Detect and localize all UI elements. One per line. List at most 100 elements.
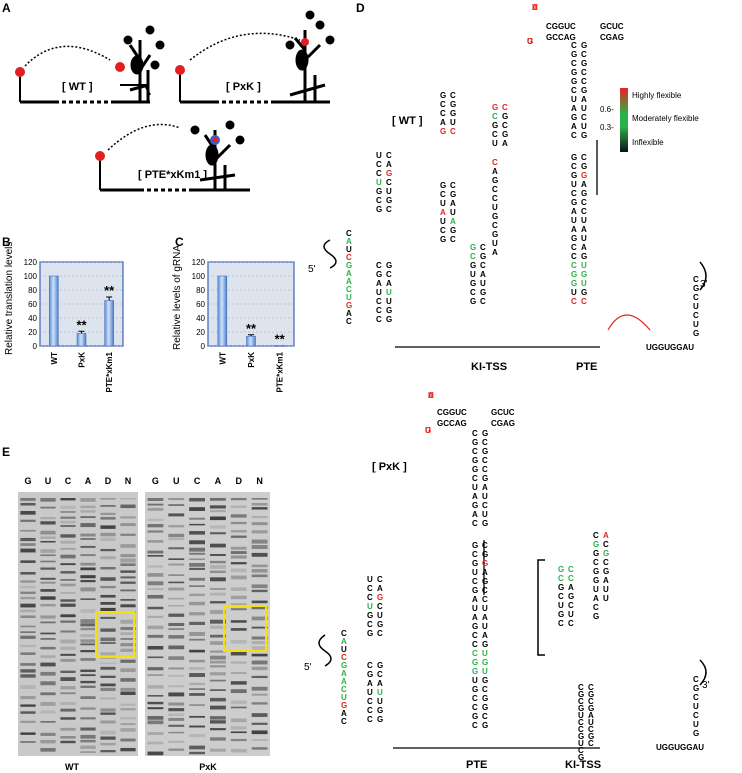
gel-pxk-band <box>251 646 268 650</box>
gel-wt-band <box>20 625 36 628</box>
nt-kitss-center: G <box>480 288 486 297</box>
nt-5p-tail: C <box>346 317 352 326</box>
gel-wt-band <box>60 670 76 674</box>
gel-wt-band <box>60 702 76 706</box>
b-category-label: PxK <box>78 352 87 368</box>
gel-pxk-band <box>230 718 247 723</box>
gel-wt-band <box>80 598 96 600</box>
gel-wt-band <box>60 525 76 527</box>
nt-5p-tail: C <box>341 685 347 694</box>
wt-pte-loop-top2: GCUC <box>600 22 624 31</box>
gel-wt-band <box>120 723 136 726</box>
gel-wt-band <box>40 577 56 580</box>
gel-pxk-band <box>230 587 247 591</box>
gel-pxk-band <box>147 656 164 659</box>
gel-pxk-band <box>230 562 247 565</box>
legend-tick-06: 0.6- <box>600 105 614 114</box>
nt-pte-right: G <box>581 189 587 198</box>
nt-pte-right: G <box>482 640 488 649</box>
gel-wt-band <box>80 739 96 743</box>
gel-pxk-band <box>147 524 164 528</box>
b-significance: ** <box>76 317 87 332</box>
b-category-label: PTE*xKm1 <box>105 351 114 392</box>
nt-kitss-left: G <box>558 583 564 592</box>
flexibility-legend: 0.6- 0.3- Highly flexible Moderately fle… <box>600 88 699 152</box>
legend-highly: Highly flexible <box>632 91 682 100</box>
wt-title: [ WT ] <box>392 115 423 127</box>
gel-wt-band <box>20 732 36 735</box>
gel-pxk-band <box>230 535 247 538</box>
nt-5p-lower: G <box>367 670 373 679</box>
nt-kitss-right: A <box>450 199 456 208</box>
nt-pte-left: G <box>571 270 577 279</box>
nt-pte-right: C <box>482 501 488 510</box>
gel-pxk-band <box>210 748 226 752</box>
nt-pte-left: G <box>472 438 478 447</box>
gel-wt-band <box>20 596 36 600</box>
nt-kitss2-right: G <box>502 112 508 121</box>
gel-wt-band <box>20 537 36 542</box>
gel-pxk-band <box>189 688 205 690</box>
gel-pxk-band <box>230 689 247 694</box>
gel-pxk-band <box>230 575 247 580</box>
panel-a-pxk-label: [ PxK ] <box>226 81 261 93</box>
gel-pxk-band <box>230 731 247 734</box>
gel-pxk-band <box>147 573 164 577</box>
gel-pxk-band <box>230 738 247 742</box>
nt-kitss-center: U <box>470 270 476 279</box>
nt-pte-right: C <box>581 77 587 86</box>
gel-wt-band <box>60 583 76 587</box>
c-bar-PTE*xKm1 <box>274 345 285 347</box>
nt-kitss2-left: C <box>492 194 498 203</box>
gel-pxk-band <box>230 498 247 501</box>
nt-kitss-center: U <box>578 739 584 748</box>
gel-pxk-band <box>210 525 226 529</box>
nt-kitss-center: C <box>588 739 594 748</box>
gel-wt-band <box>120 687 136 692</box>
gel-pxk-band <box>230 726 247 730</box>
c-category-label: PTE*xKm1 <box>276 351 285 392</box>
gel-pxk-band <box>230 603 247 606</box>
nt-kitss-left: C <box>440 100 446 109</box>
gel-pxk-label: PxK <box>199 762 217 772</box>
gel-pxk-band <box>168 538 185 541</box>
legend-tick-03: 0.3- <box>600 123 614 132</box>
wt-pte-label: PTE <box>576 361 597 373</box>
gel-wt-band <box>100 537 116 542</box>
c-category-label: WT <box>218 352 227 365</box>
nt-pte-left: C <box>571 162 577 171</box>
gel-wt-band <box>60 620 76 623</box>
gel-wt-band <box>20 644 36 648</box>
gel-pxk-band <box>251 600 268 604</box>
gel-pxk-lane-label: U <box>173 476 180 486</box>
c-ytick-label: 0 <box>201 342 206 351</box>
gel-pxk-band <box>147 518 164 522</box>
nt-kitss2-right: A <box>603 576 609 585</box>
panel-a-pte-label: [ PTE*xKm1 ] <box>138 169 207 181</box>
gel-wt-band <box>80 567 96 571</box>
gel-wt-band <box>40 721 56 723</box>
gel-pxk-band <box>251 693 268 696</box>
gel-wt-band <box>120 708 136 711</box>
nt-pte-left: C <box>472 631 478 640</box>
gel-pxk-band <box>147 565 164 568</box>
nt-kitss-right: C <box>450 127 456 136</box>
gel-wt-lane-label: A <box>85 476 92 486</box>
gel-wt-band <box>100 594 116 598</box>
panel-b-label: B <box>2 235 11 249</box>
gel-pxk: PxK <box>145 492 270 772</box>
gel-pxk-band <box>168 613 185 617</box>
nt-pte-left: C <box>472 550 478 559</box>
nt-kitss-center: C <box>588 725 594 734</box>
gel-wt-band <box>60 563 76 566</box>
gel-wt-band <box>120 717 136 720</box>
gel-wt-band <box>40 567 56 570</box>
nt-5p-lower: A <box>376 279 382 288</box>
nt-pte-right: C <box>581 113 587 122</box>
nt-loop: U <box>532 3 538 12</box>
gel-pxk-band <box>168 558 185 560</box>
gel-wt-band <box>20 685 36 689</box>
nt-kitss-left: C <box>558 592 564 601</box>
nt-pte-left: C <box>472 649 478 658</box>
gel-pxk-band <box>210 625 226 629</box>
